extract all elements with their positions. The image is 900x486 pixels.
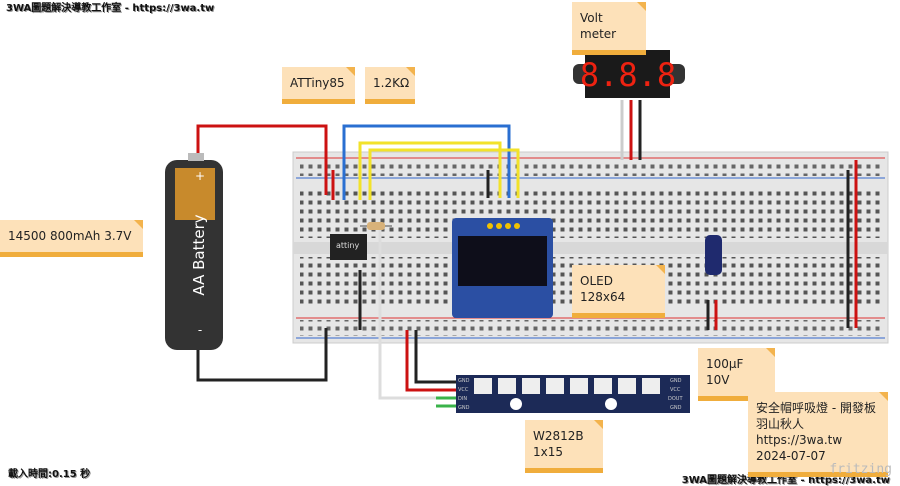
led [474,378,492,394]
led [618,378,636,394]
voltmeter: 8.8.8 [573,50,685,98]
strip-pin: DIN [458,396,467,402]
note-battery[interactable]: 14500 800mAh 3.7V [0,220,143,257]
strip-pin: GND [670,378,682,384]
led [594,378,612,394]
battery: + - AA Battery [165,153,223,350]
strip-pin: GND [670,405,682,411]
resistor [360,222,392,230]
note-attiny[interactable]: ATTiny85 [282,67,355,104]
battery-plus: + [195,169,205,183]
fritzing-logo: fritzing [829,462,892,477]
strip-pin: VCC [458,387,469,393]
strip-pin: VCC [670,387,681,393]
led [570,378,588,394]
battery-label: AA Battery [190,214,208,295]
note-resistor[interactable]: 1.2KΩ [365,67,415,104]
chip-label: attiny [336,241,359,250]
led [642,378,660,394]
attiny-chip: attiny [330,234,367,260]
info-title: 安全帽呼吸燈 - 開發板 [756,401,876,415]
led [546,378,564,394]
oled-display [452,218,553,318]
note-voltmeter[interactable]: Volt meter [572,2,646,55]
watermark-bottom: 3WA圖題解決導教工作室 - https://3wa.tw [681,475,890,486]
note-info[interactable]: 安全帽呼吸燈 - 開發板 羽山秋人 https://3wa.tw 2024-07… [748,392,888,477]
led [522,378,540,394]
ws2812b-strip: GND VCC DIN GND GND VCC DOUT GND [456,375,690,413]
watermark-top: 3WA圖題解決導教工作室 - https://3wa.tw [6,3,215,14]
strip-pin: GND [458,405,470,411]
capacitor [705,235,722,275]
wires [196,100,858,408]
note-strip[interactable]: W2812B 1x15 [525,420,603,473]
strip-pin: GND [458,378,470,384]
info-date: 2024-07-07 [756,449,826,463]
load-time: 載入時間:0.15 秒 [8,469,91,480]
led [498,378,516,394]
voltmeter-display: 8.8.8 [580,56,676,94]
battery-minus: - [198,323,202,337]
strip-pin: DOUT [668,396,683,402]
info-author: 羽山秋人 https://3wa.tw [756,417,843,447]
note-oled[interactable]: OLED 128x64 [572,265,665,318]
